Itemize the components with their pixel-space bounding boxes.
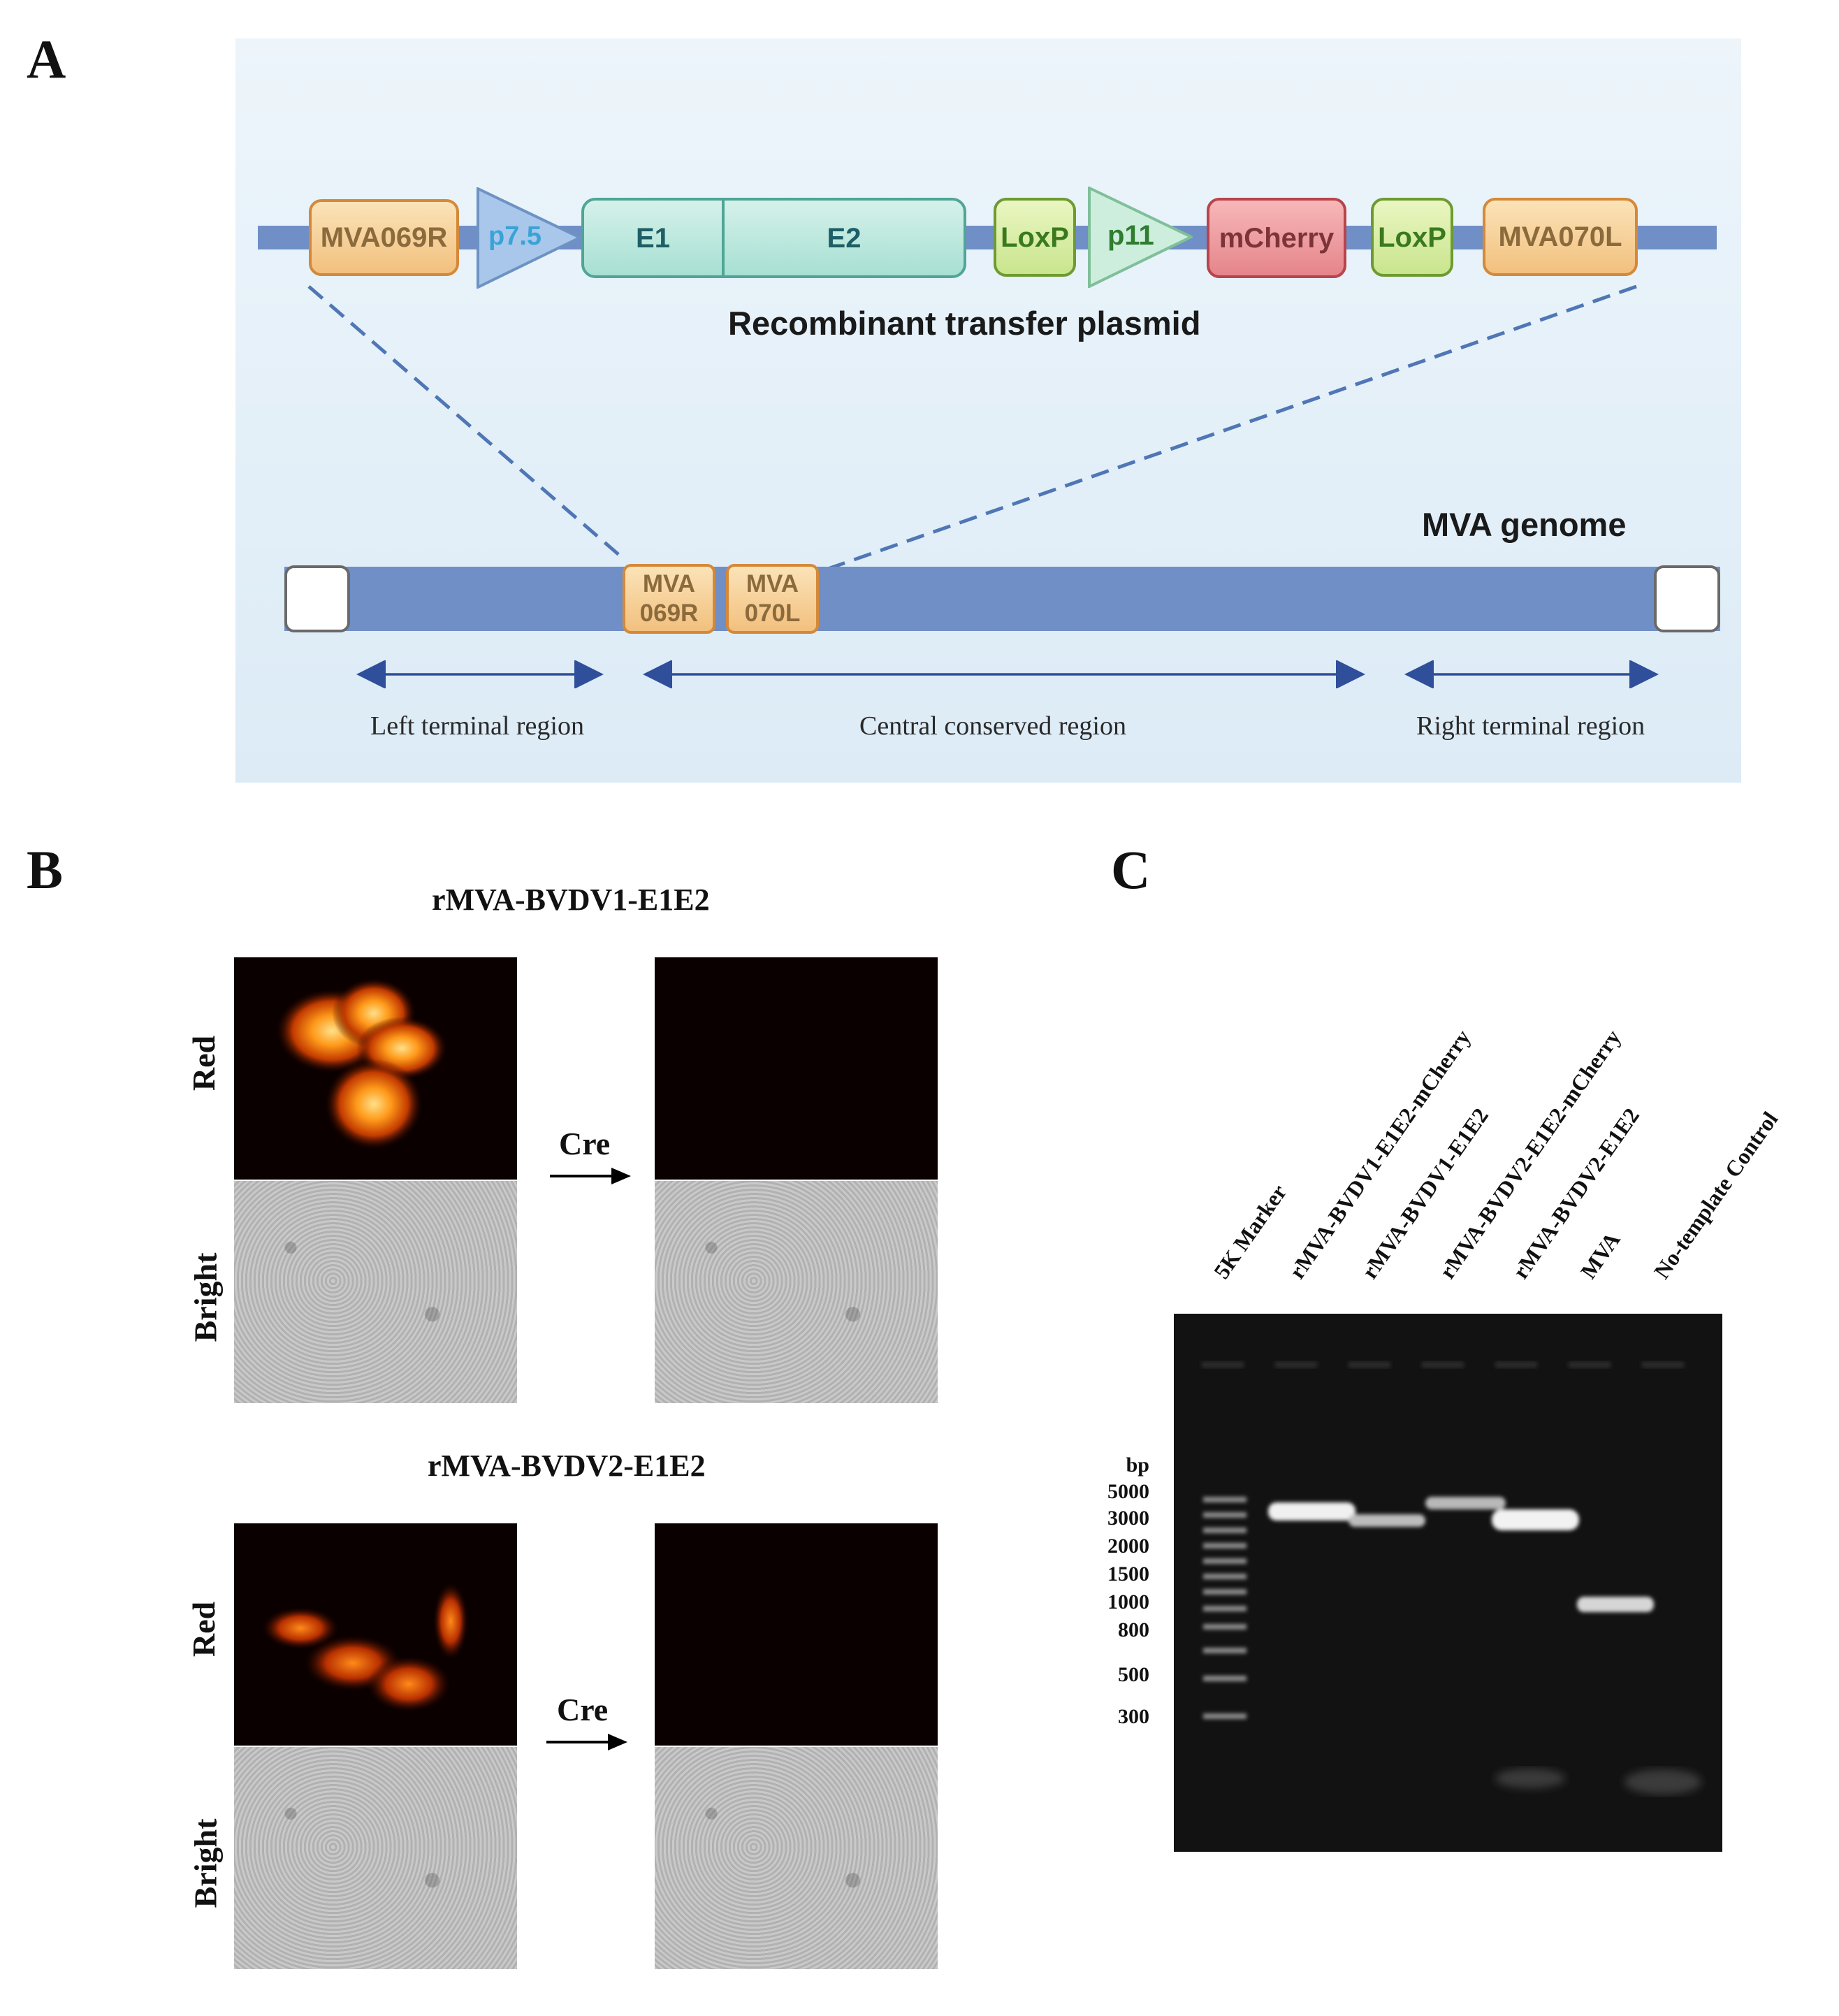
gel-wells [1202,1361,1684,1368]
bvdv1-fluorescence-plaque [276,978,447,1150]
genome-right-end [1654,565,1720,632]
ladder-300: 300 [1118,1705,1149,1728]
genome-backbone [284,567,1720,631]
panel-a-schematic: MVA 069R p7.5 E1 E2 LoxP p11 mCherry LoxP… [235,38,1741,783]
genome-mva069r: MVA 069R [623,564,715,634]
bvdv1-cre-label: Cre [559,1126,611,1161]
ladder-2000: 2000 [1107,1535,1149,1558]
plasmid-loxp-1: LoxP [994,198,1076,277]
right-terminal-region-label: Right terminal region [1416,711,1645,741]
plasmid-e1-label: E1 [636,222,670,254]
plasmid-loxp-1-label: LoxP [1001,222,1069,253]
left-terminal-region-label: Left terminal region [370,711,584,741]
bp-unit-label: bp [1126,1453,1149,1477]
bvdv1-title: rMVA-BVDV1-E1E2 [432,883,710,917]
lane-label-6: MVA [1575,1227,1625,1284]
ladder-500: 500 [1118,1663,1149,1686]
bvdv1-row-bright: Bright [187,1252,224,1342]
p11-label: p11 [1107,220,1154,251]
genome-title: MVA genome [1422,506,1627,543]
bvdv2-title: rMVA-BVDV2-E1E2 [428,1449,706,1483]
sample-bands [1268,1497,1654,1612]
plasmid-mva070l-label: MVA070L [1498,222,1622,252]
bvdv2-fluorescence-plaque [262,1583,468,1712]
plasmid-mva069r: MVA069R [309,199,459,276]
ladder-5000: 5000 [1107,1480,1149,1503]
lane-label-7: No-template Control [1648,1107,1783,1284]
bvdv2-bright-before [234,1747,517,1969]
bvdv1-bright-after [655,1181,938,1403]
agarose-gel [1174,1314,1722,1852]
bvdv1-red-before [234,957,517,1180]
genome-mva069r-line1: MVA [642,570,696,597]
p75-promoter-arrow [477,187,581,289]
ladder-1500: 1500 [1107,1562,1149,1586]
panel-label-b: B [27,839,64,900]
genome-mva069r-label: MVA 069R [640,570,699,628]
genome-left-end [284,565,350,632]
lane-label-5: rMVA-BVDV2-E1E2 [1507,1103,1645,1284]
marker-ladder [1203,1497,1246,1719]
p75-label: p7.5 [488,222,542,251]
recombination-connectors [307,284,1637,572]
genome-mva070l: MVA 070L [726,564,819,634]
plasmid-mcherry-label: mCherry [1219,222,1335,254]
bvdv2-red-before [234,1523,517,1746]
gel-image [1202,1361,1701,1794]
plasmid-e2: E2 [722,198,966,278]
bvdv1-cre-arrow [550,1168,631,1184]
p11-promoter-arrow [1088,187,1193,288]
bvdv1-bright-before [234,1181,517,1403]
plasmid-e2-label: E2 [827,222,862,254]
genome-mva069r-line2: 069R [639,600,699,627]
bvdv2-bright-after [655,1747,938,1969]
plasmid-mcherry: mCherry [1207,198,1346,278]
bvdv2-cre-label: Cre [557,1692,609,1727]
ladder-3000: 3000 [1107,1507,1149,1530]
panel-label-c: C [1111,839,1151,900]
plasmid-title: Recombinant transfer plasmid [728,305,1201,342]
bvdv2-cre-arrow [546,1734,627,1750]
primer-dimers [1495,1769,1701,1794]
central-conserved-region-label: Central conserved region [859,711,1126,741]
region-arrows [356,660,1659,688]
bvdv2-row-bright: Bright [187,1818,224,1908]
ladder-1000: 1000 [1107,1590,1149,1613]
genome-mva070l-label: MVA 070L [745,570,801,628]
plasmid-mva069r-label: MVA069R [320,222,448,253]
genome-mva070l-line1: MVA [746,570,799,597]
bvdv1-row-red: Red [186,1035,222,1092]
plasmid-e1: E1 [581,198,725,278]
plasmid-loxp-2-label: LoxP [1378,222,1446,253]
bvdv2-red-after [655,1523,938,1746]
genome-mva070l-line2: 070L [744,600,801,627]
bvdv2-row-red: Red [186,1601,222,1658]
plasmid-loxp-2: LoxP [1371,198,1453,277]
panel-label-a: A [27,29,66,89]
ladder-800: 800 [1118,1618,1149,1641]
lane-label-1: 5K Marker [1208,1180,1292,1284]
plasmid-mva070l: MVA070L [1483,198,1638,276]
bvdv1-red-after [655,957,938,1180]
